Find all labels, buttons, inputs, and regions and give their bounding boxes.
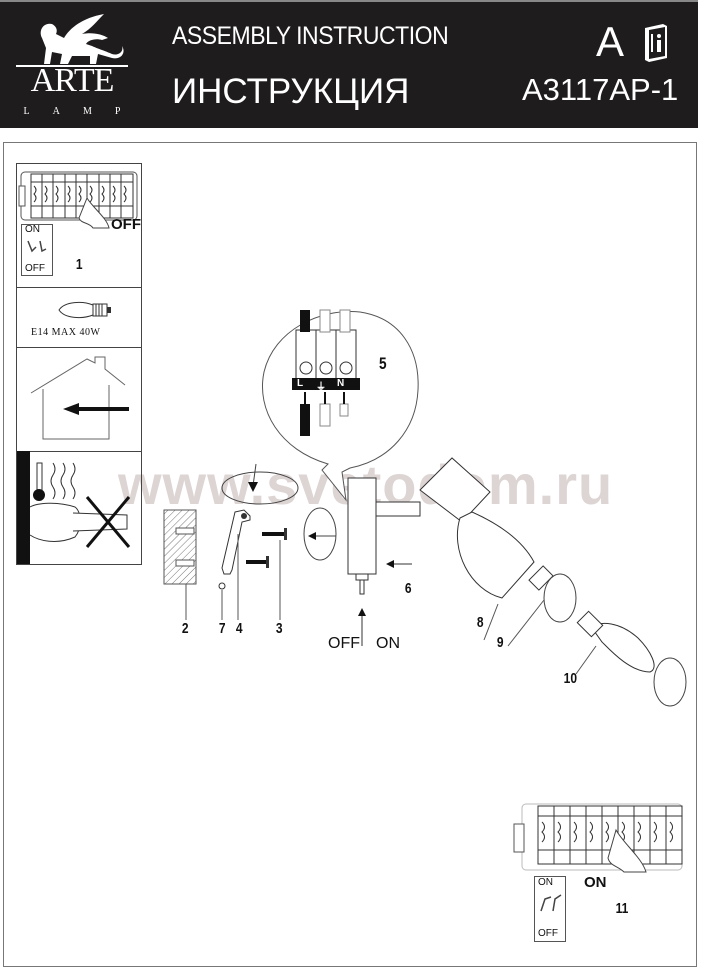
wiring-callout: [262, 309, 419, 502]
switch-on-label: ON: [376, 635, 400, 652]
instruction-frame: [3, 142, 697, 967]
logo-wordmark: ARTE: [30, 62, 115, 99]
switch-off-label: OFF: [328, 635, 360, 652]
panel-off-label: OFF: [25, 263, 45, 274]
bulb-spec: E14 MAX 40W: [31, 327, 101, 338]
wall-bar: [17, 451, 30, 564]
switch-panel: ON OFF: [534, 876, 566, 942]
logo-subtitle: L A M P: [12, 106, 132, 117]
step-number: 11: [615, 900, 629, 917]
title-russian: ИНСТРУКЦИЯ: [172, 72, 410, 111]
panel-on-label: ON: [538, 877, 553, 888]
breaker-state-label: ON: [584, 874, 607, 891]
logo-letter: L: [23, 106, 30, 117]
breaker-panel-icon: [513, 803, 683, 873]
mounting-diagram: [163, 457, 687, 707]
part-label-nut: 7: [218, 620, 226, 637]
part-label-screws: 3: [275, 620, 283, 637]
part-label-wall: 2: [181, 620, 189, 637]
brand-logo: ARTE L A M P: [12, 8, 132, 122]
instruction-book-icon: [645, 24, 667, 62]
logo-letter: A: [52, 106, 60, 117]
part-label-bulb: 10: [563, 670, 578, 687]
panel-on-label: ON: [25, 224, 40, 235]
breaker-panel-icon: [18, 171, 138, 229]
logo-letter: M: [82, 106, 92, 117]
house-arrow-icon: [30, 356, 129, 440]
logo-letter: P: [114, 106, 121, 117]
step-number: 1: [75, 256, 83, 273]
part-label-body: 6: [404, 580, 412, 597]
safety-sidebar: OFF ON OFF 1 E14 MAX 40W: [16, 163, 142, 565]
indoor-use-cell: [17, 347, 141, 452]
do-not-touch-hot-icon: [29, 462, 131, 548]
terminal-neutral: N: [337, 378, 345, 389]
panel-off-label: OFF: [538, 928, 558, 939]
model-number: A3117AP-1: [522, 72, 679, 107]
step-number: 5: [378, 354, 387, 373]
category-letter: A: [596, 18, 625, 65]
breaker-state-label: OFF: [111, 216, 141, 233]
step-11-breaker-on: ON ON OFF 11: [512, 800, 692, 950]
header-banner: ARTE L A M P ASSEMBLY INSTRUCTION ИНСТРУ…: [0, 0, 698, 128]
winged-lion-logo-icon: [16, 14, 128, 67]
part-label-ring: 9: [496, 634, 504, 651]
title-english: ASSEMBLY INSTRUCTION: [172, 22, 449, 50]
light-switch-off-icon: [27, 240, 47, 253]
step-1-breaker-off: OFF ON OFF 1: [17, 164, 141, 288]
part-label-bracket: 4: [235, 620, 243, 637]
candle-bulb-icon: [58, 301, 111, 319]
light-switch-on-icon: [540, 894, 562, 912]
part-label-shade: 8: [476, 614, 484, 631]
terminal-earth: ⏚: [316, 382, 326, 393]
terminal-live: L: [297, 378, 304, 389]
switch-panel: ON OFF: [21, 224, 53, 276]
bulb-spec-cell: E14 MAX 40W: [17, 287, 141, 348]
hot-warning-cell: [17, 451, 141, 564]
